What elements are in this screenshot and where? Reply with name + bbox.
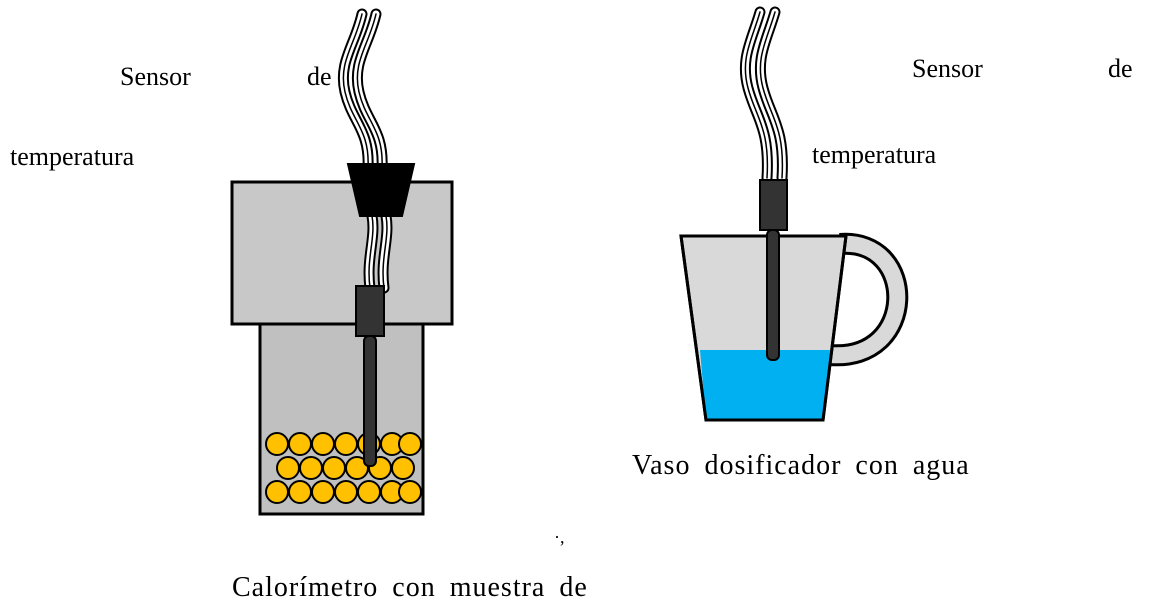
calorimeter	[230, 8, 454, 516]
measuring-cup	[679, 6, 909, 422]
left-sensor-label-word2: de	[307, 62, 332, 91]
cup-probe-rod	[766, 229, 780, 361]
cup-probe-handle	[759, 179, 788, 231]
left-sensor-label-word1: Sensor	[120, 62, 191, 91]
right-sensor-label-word3: temperatura	[812, 140, 937, 169]
stray-mark: ·,	[554, 527, 565, 547]
sample-beads	[265, 432, 422, 504]
rubber-stopper	[346, 163, 416, 217]
calorimeter-lid	[230, 180, 454, 326]
right-sensor-label-word2: de	[1108, 54, 1133, 83]
left-sensor-label-word3: temperatura	[10, 142, 135, 171]
right-sensor-label-word1: Sensor	[912, 54, 983, 83]
temperature-probe-handle	[355, 285, 385, 337]
cup-sensor-cable	[739, 6, 788, 184]
temperature-probe-rod	[363, 335, 377, 467]
calorimeter-sensor-cable	[337, 8, 393, 294]
cup-caption: Vaso dosificador con agua	[632, 450, 970, 481]
water	[700, 350, 830, 420]
calorimeter-caption: Calorímetro con muestra de	[232, 572, 588, 603]
